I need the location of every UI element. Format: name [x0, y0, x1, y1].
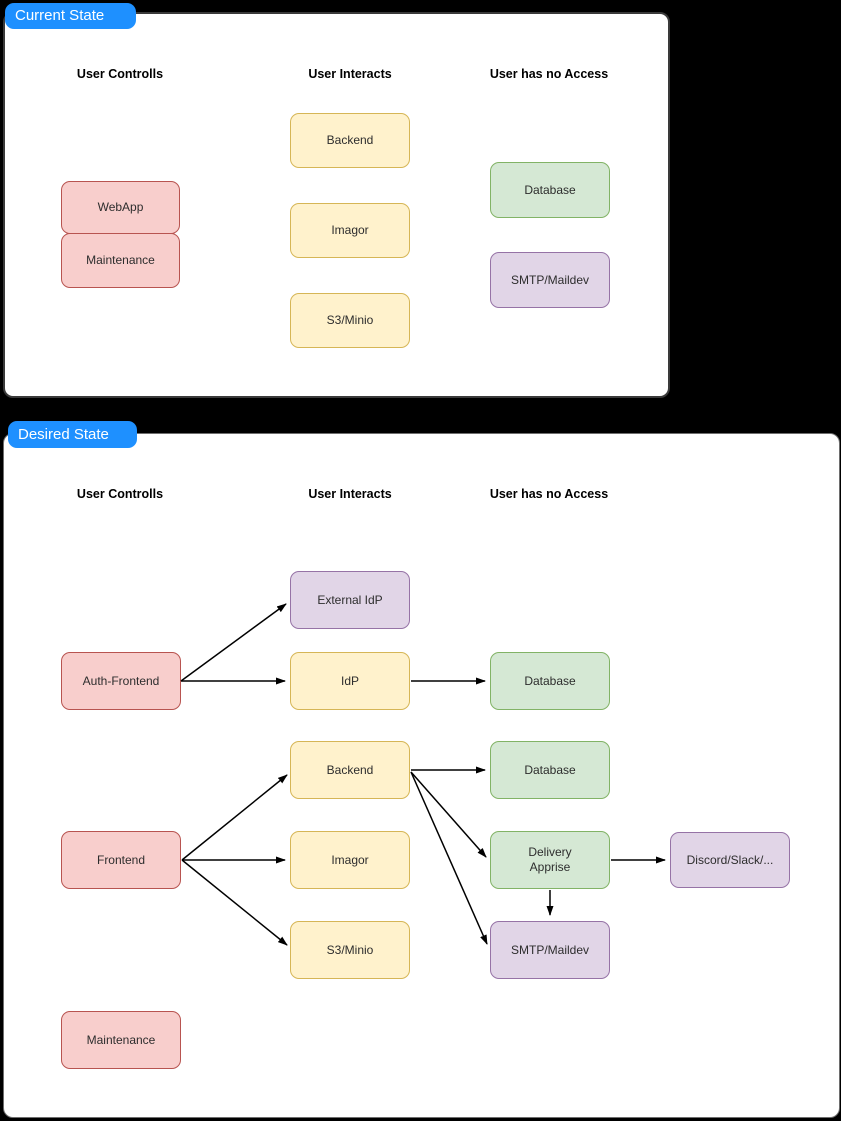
column-header-user-interacts: User Interacts — [308, 487, 392, 501]
node-external-idp[interactable]: External IdP — [290, 571, 410, 629]
tab-desired-state[interactable]: Desired State — [8, 421, 137, 448]
node-s3-minio[interactable]: S3/Minio — [290, 921, 410, 979]
column-header-user-controlls: User Controlls — [76, 67, 164, 81]
node-maintenance[interactable]: Maintenance — [61, 1011, 181, 1069]
node-backend[interactable]: Backend — [290, 113, 410, 168]
node-frontend[interactable]: Frontend — [61, 831, 181, 889]
column-header-user-interacts: User Interacts — [308, 67, 392, 81]
node-smtp-maildev[interactable]: SMTP/Maildev — [490, 252, 610, 308]
node-idp[interactable]: IdP — [290, 652, 410, 710]
column-header-user-has-no-access: User has no Access — [489, 67, 609, 81]
column-header-user-controlls: User Controlls — [76, 487, 164, 501]
node-backend[interactable]: Backend — [290, 741, 410, 799]
column-header-user-has-no-access: User has no Access — [489, 487, 609, 501]
node-webapp[interactable]: WebApp — [61, 181, 180, 234]
node-s3-minio[interactable]: S3/Minio — [290, 293, 410, 348]
node-auth-frontend[interactable]: Auth-Frontend — [61, 652, 181, 710]
node-imagor[interactable]: Imagor — [290, 831, 410, 889]
node-imagor[interactable]: Imagor — [290, 203, 410, 258]
tab-current-state[interactable]: Current State — [5, 3, 136, 29]
node-database[interactable]: Database — [490, 162, 610, 218]
node-discord-slack[interactable]: Discord/Slack/... — [670, 832, 790, 888]
node-database-idp[interactable]: Database — [490, 652, 610, 710]
node-delivery-apprise[interactable]: Delivery Apprise — [490, 831, 610, 889]
node-database-backend[interactable]: Database — [490, 741, 610, 799]
node-maintenance[interactable]: Maintenance — [61, 233, 180, 288]
node-smtp-maildev[interactable]: SMTP/Maildev — [490, 921, 610, 979]
